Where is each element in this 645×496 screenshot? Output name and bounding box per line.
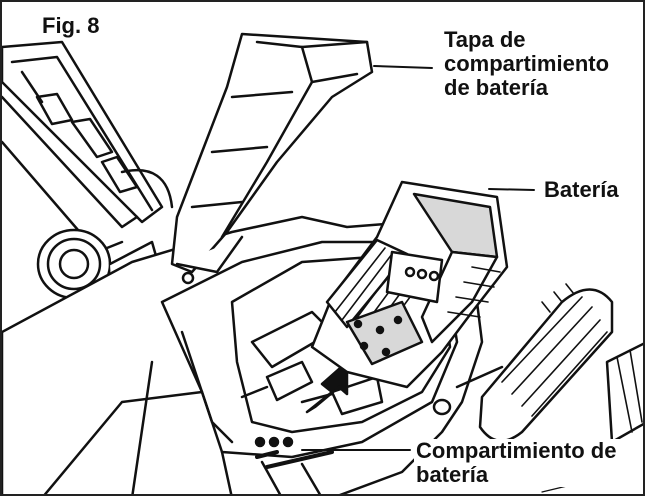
brush-roller: [432, 283, 643, 493]
insert-arrow: [305, 360, 349, 414]
battery-cover: [170, 32, 374, 285]
figure-label: Fig. 8: [40, 13, 102, 38]
battery-compartment-label-line-1: Compartimiento de: [416, 438, 617, 463]
battery-cover-label: Tapa de compartimiento de batería: [442, 27, 643, 100]
leader-line-battery: [488, 188, 535, 191]
battery-cover-label-line-2: compartimiento: [444, 51, 610, 76]
battery-compartment-label-line-2: batería: [416, 462, 489, 487]
leader-line-cover: [373, 65, 433, 69]
battery-cover-label-line-3: de batería: [444, 75, 548, 100]
battery-compartment-label: Compartimiento de batería: [414, 438, 643, 487]
handle-frame: [2, 40, 164, 254]
battery-pack: [310, 180, 509, 389]
leader-lines: [301, 65, 535, 451]
battery-cover-label-line-1: Tapa de: [444, 27, 526, 52]
battery-label: Batería: [542, 177, 621, 202]
